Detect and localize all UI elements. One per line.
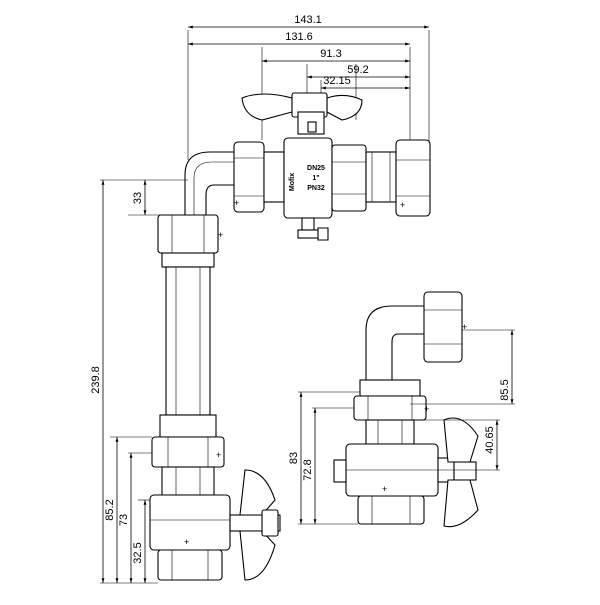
dim-239-8: 239.8	[90, 366, 102, 394]
svg-text:+: +	[382, 484, 387, 494]
right-dimensions: 85.5 40.65 83 72.8	[288, 329, 515, 525]
valve-brand: Mofix	[289, 173, 296, 191]
svg-text:+: +	[234, 198, 239, 208]
svg-text:+: +	[424, 404, 429, 414]
dim-72-8: 72.8	[302, 459, 314, 480]
dim-33: 33	[132, 192, 144, 204]
dim-83: 83	[288, 452, 300, 464]
dim-40-65: 40.65	[484, 426, 496, 454]
right-assembly: + + +	[333, 291, 479, 528]
valve-size: DN25	[307, 165, 325, 172]
svg-text:+: +	[184, 537, 189, 547]
dim-85-5: 85.5	[499, 379, 511, 400]
dim-85-2: 85.2	[104, 499, 116, 520]
dim-59-2: 59.2	[347, 64, 368, 76]
svg-text:+: +	[216, 450, 221, 460]
left-dimensions: 33 239.8 85.2 73 32.5	[90, 179, 188, 584]
valve-pressure: PN32	[307, 185, 325, 192]
svg-text:+: +	[218, 230, 223, 240]
dim-143-1: 143.1	[294, 14, 322, 26]
dim-73: 73	[118, 514, 130, 526]
valve-thread: 1"	[312, 175, 319, 182]
dim-32-5: 32.5	[132, 542, 144, 563]
dim-32-15: 32.15	[323, 75, 351, 87]
svg-text:+: +	[462, 322, 467, 332]
dim-91-3: 91.3	[320, 48, 341, 60]
dim-131-6: 131.6	[285, 31, 313, 43]
svg-text:+: +	[400, 200, 405, 210]
left-assembly: + + +	[149, 151, 281, 581]
top-valve: + Mofix DN25 1" PN32 +	[233, 92, 431, 241]
top-dimensions: 143.1 131.6 91.3 59.2 32.15	[187, 14, 430, 160]
